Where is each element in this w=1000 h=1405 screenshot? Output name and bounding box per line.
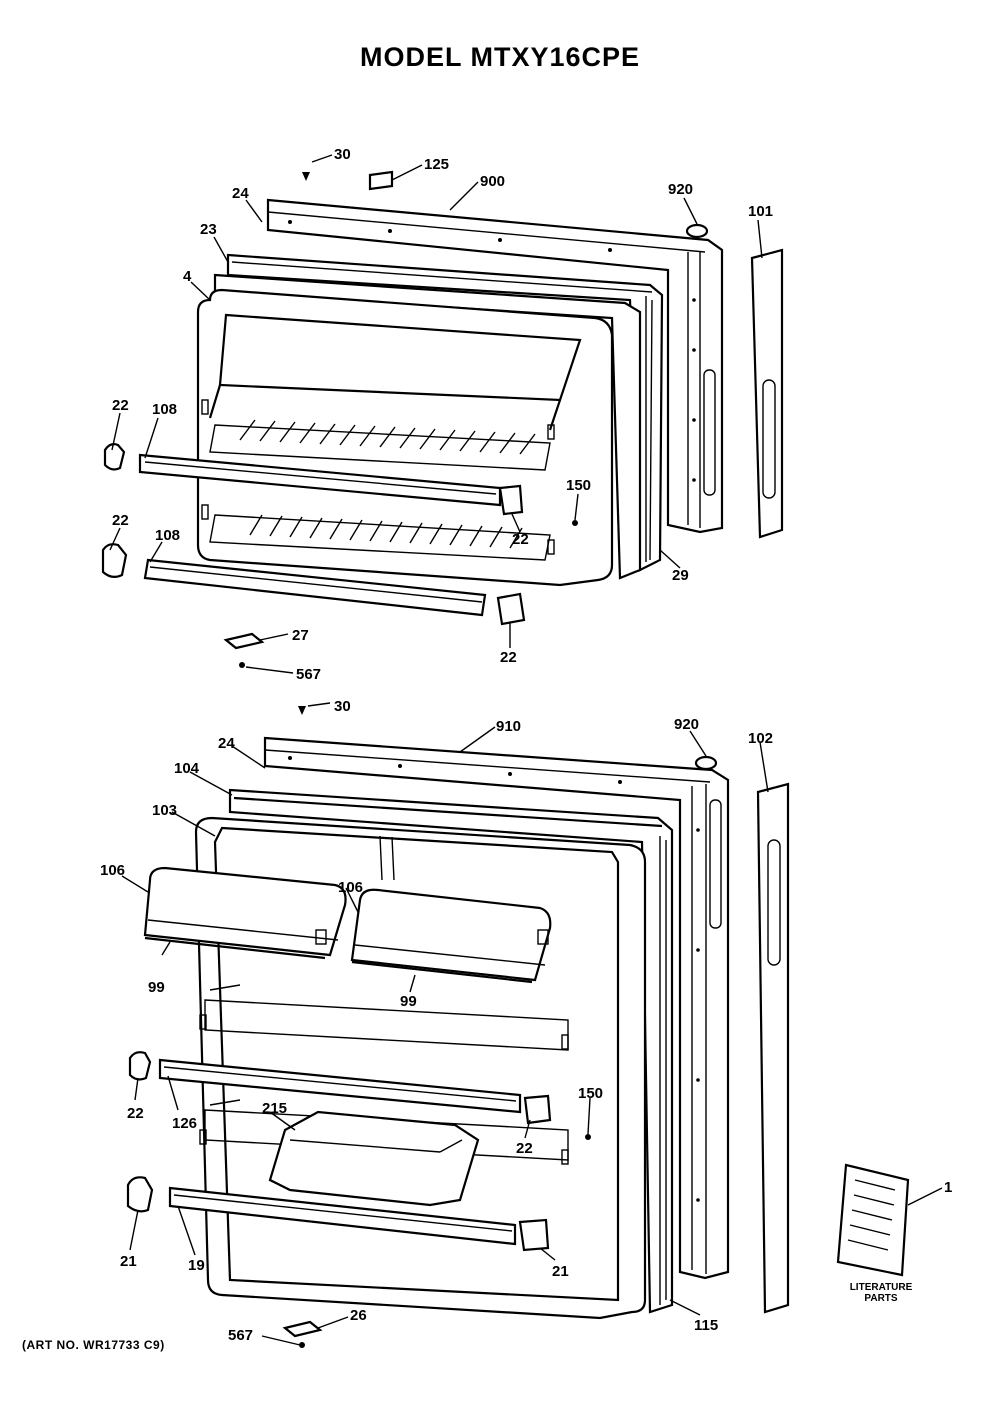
literature-label-line2: PARTS	[864, 1293, 898, 1304]
freezer-shelf-end-cap	[101, 443, 526, 626]
fresh-food-shelf-end-cap	[126, 1051, 552, 1252]
part-label: 4	[183, 268, 192, 285]
part-label: 106	[100, 862, 125, 879]
freezer-small-hardware	[223, 170, 709, 668]
fresh-food-dairy-compartment-left	[143, 866, 347, 960]
part-label: 108	[152, 401, 177, 418]
freezer-leader-lines	[109, 154, 763, 674]
part-label: 21	[552, 1263, 569, 1280]
freezer-shelf-grille-upper	[239, 419, 536, 455]
part-label: 126	[172, 1115, 197, 1132]
freezer-door-assembly: 30 125 900 920 101 24 23 4 22 108 150 22…	[101, 146, 784, 683]
part-label: 108	[155, 527, 180, 544]
fresh-food-shelf-bar-upper	[158, 1058, 522, 1114]
part-label: 99	[148, 979, 165, 996]
fresh-food-handle-trim	[756, 782, 790, 1314]
fresh-food-dairy-compartment-right	[350, 888, 552, 984]
part-label: 26	[350, 1307, 367, 1324]
fresh-food-small-hardware	[282, 706, 718, 1348]
part-label: 102	[748, 730, 773, 747]
part-label: 900	[480, 173, 505, 190]
part-label: 104	[174, 760, 200, 777]
part-label: 920	[674, 716, 699, 733]
fresh-food-part-labels: 30 910 920 102 24 104 103 106 106 99 99 …	[100, 698, 952, 1344]
part-label: 27	[292, 627, 309, 644]
part-label: 22	[112, 512, 129, 529]
part-label: 1	[944, 1179, 952, 1196]
part-label: 19	[188, 1257, 205, 1274]
fresh-food-door-bin	[268, 1110, 480, 1207]
part-label: 567	[228, 1327, 253, 1344]
freezer-shelf-grille-lower	[249, 514, 523, 549]
part-label: 22	[512, 531, 529, 548]
part-label: 106	[338, 879, 363, 896]
part-label: 150	[566, 477, 591, 494]
part-label: 103	[152, 802, 177, 819]
part-label: 101	[748, 203, 773, 220]
part-label: 99	[400, 993, 417, 1010]
part-label: 22	[516, 1140, 533, 1157]
literature-booklet	[836, 1163, 910, 1277]
part-label: 567	[296, 666, 321, 683]
part-label: 22	[112, 397, 129, 414]
freezer-shelf-bar-lower	[143, 558, 487, 617]
part-label: 215	[262, 1100, 287, 1117]
freezer-door-liner	[196, 288, 614, 587]
freezer-handle-trim	[750, 248, 784, 539]
fresh-food-outer-door-panel	[263, 736, 730, 1280]
part-label: 24	[218, 735, 235, 752]
fresh-food-door-assembly: 30 910 920 102 24 104 103 106 106 99 99 …	[100, 698, 952, 1348]
part-label: 125	[424, 156, 449, 173]
part-label: 23	[200, 221, 217, 238]
art-number: (ART NO. WR17733 C9)	[22, 1338, 165, 1352]
fresh-food-shelf-bar-lower	[168, 1186, 517, 1246]
freezer-part-labels: 30 125 900 920 101 24 23 4 22 108 150 22…	[112, 146, 773, 683]
part-label: 29	[672, 567, 689, 584]
page-title: MODEL MTXY16CPE	[359, 42, 641, 72]
part-label: 150	[578, 1085, 603, 1102]
part-label: 24	[232, 185, 249, 202]
freezer-door-gasket	[213, 253, 664, 580]
freezer-shelf-bar-upper	[138, 453, 502, 507]
part-label: 115	[694, 1317, 718, 1334]
part-label: 22	[500, 649, 517, 666]
part-label: 22	[127, 1105, 144, 1122]
fresh-food-leader-lines	[121, 702, 943, 1346]
part-label: 21	[120, 1253, 137, 1270]
freezer-outer-door-panel	[266, 198, 724, 534]
part-label: 30	[334, 698, 351, 715]
part-label: 920	[668, 181, 693, 198]
part-label: 30	[334, 146, 351, 163]
part-label: 910	[496, 718, 521, 735]
literature-label-line1: LITERATURE	[849, 1282, 913, 1293]
literature-parts-label: LITERATURE PARTS	[836, 1282, 926, 1304]
fresh-food-door-gasket	[228, 788, 674, 1314]
